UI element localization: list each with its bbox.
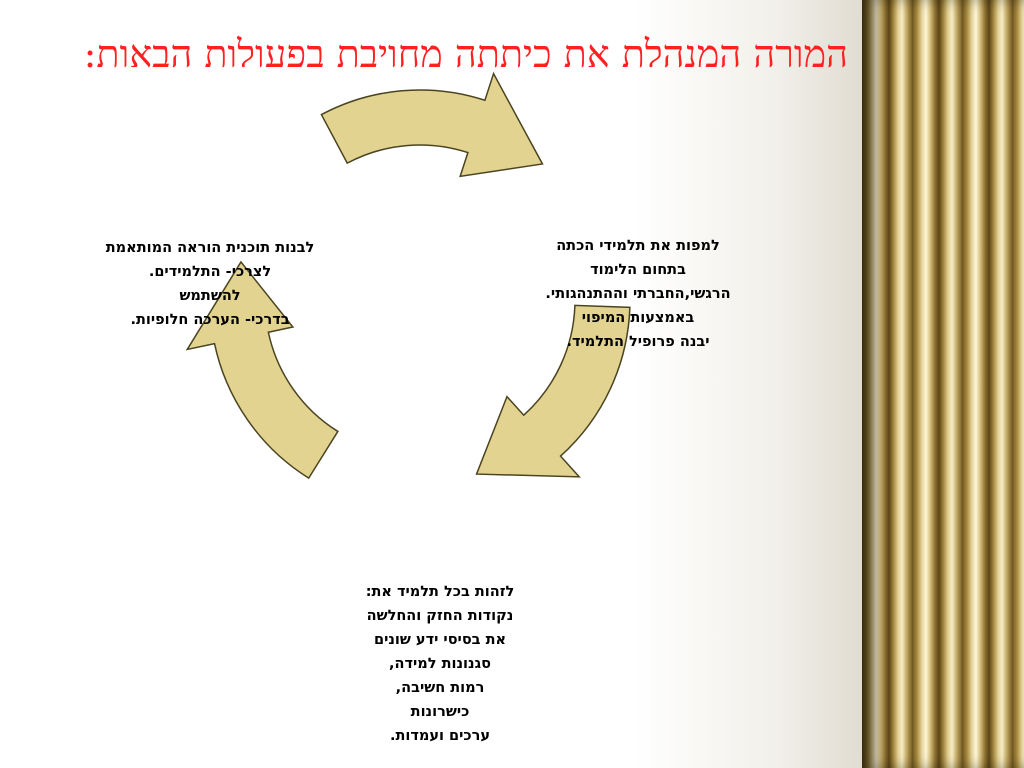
text-line: למפות את תלמידי הכתה [556, 238, 720, 254]
curved-arrow-shape [475, 304, 631, 478]
slide-title: המורה המנהלת את כיתתה מחויבת בפעולות הבא… [83, 32, 848, 76]
text-line: לבנות תוכנית הוראה המותאמת [105, 240, 315, 256]
curved-arrow-icon [320, 71, 544, 178]
curved-arrow-shape [320, 71, 544, 178]
text-line: לזהות בכל תלמיד את: [365, 584, 515, 600]
text-line: הרגשי,החברתי וההתנהגותי. [545, 286, 731, 302]
curved-arrow-icon [475, 304, 631, 478]
text-line: כישרונות [410, 704, 470, 720]
text-line: סגנונות למידה, [389, 656, 491, 672]
text-line: יבנה פרופיל התלמיד. [566, 334, 710, 350]
text-block-map-students: למפות את תלמידי הכתה בתחום הלימוד הרגשי,… [488, 234, 788, 354]
gold-column-decoration [862, 0, 1024, 768]
text-line: את בסיסי ידע שונים [373, 632, 507, 648]
text-line: בדרכי- הערכה חלופיות. [130, 312, 290, 328]
cycle-diagram [185, 71, 631, 480]
text-line: רמות חשיבה, [395, 680, 485, 696]
text-line: בתחום הלימוד [590, 262, 686, 278]
curved-arrow-shape [185, 260, 339, 480]
text-line: ערכים ועמדות. [389, 728, 491, 744]
text-block-identify-student: לזהות בכל תלמיד את: נקודות החזק והחלשה א… [300, 580, 580, 748]
text-line: לצרכי- התלמידים. [148, 264, 272, 280]
text-line: נקודות החזק והחלשה [366, 608, 514, 624]
curved-arrow-icon [185, 260, 339, 480]
column-shadow [862, 0, 884, 768]
text-block-build-program: לבנות תוכנית הוראה המותאמת לצרכי- התלמיד… [70, 236, 350, 332]
text-line: באמצעות המיפוי [581, 310, 695, 326]
text-line: להשתמש [179, 288, 241, 304]
